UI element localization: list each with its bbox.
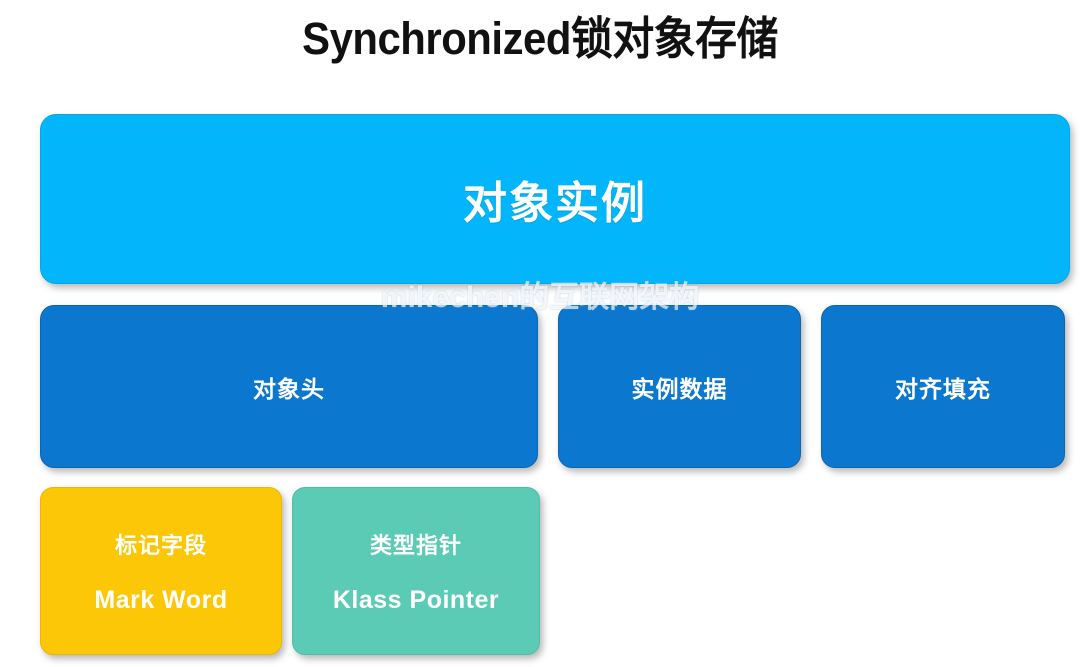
instance-data-label: 实例数据	[631, 375, 728, 402]
object-header-box[interactable]: 对象头	[40, 305, 538, 468]
klass-pointer-label-en: Klass Pointer	[332, 585, 500, 614]
mark-word-box[interactable]: 标记字段 Mark Word	[40, 487, 282, 655]
klass-pointer-label-cn: 类型指针	[369, 532, 462, 558]
mark-word-label-en: Mark Word	[94, 585, 228, 614]
object-instance-label: 对象实例	[463, 179, 647, 228]
alignment-padding-box[interactable]: 对齐填充	[821, 305, 1065, 468]
object-header-label: 对象头	[253, 375, 325, 402]
mark-word-label-cn: 标记字段	[114, 532, 207, 558]
object-instance-box[interactable]: 对象实例	[40, 114, 1070, 284]
klass-pointer-box[interactable]: 类型指针 Klass Pointer	[292, 487, 540, 655]
instance-data-box[interactable]: 实例数据	[558, 305, 801, 468]
alignment-padding-label: 对齐填充	[895, 375, 991, 402]
page-title: Synchronized锁对象存储	[302, 13, 778, 64]
